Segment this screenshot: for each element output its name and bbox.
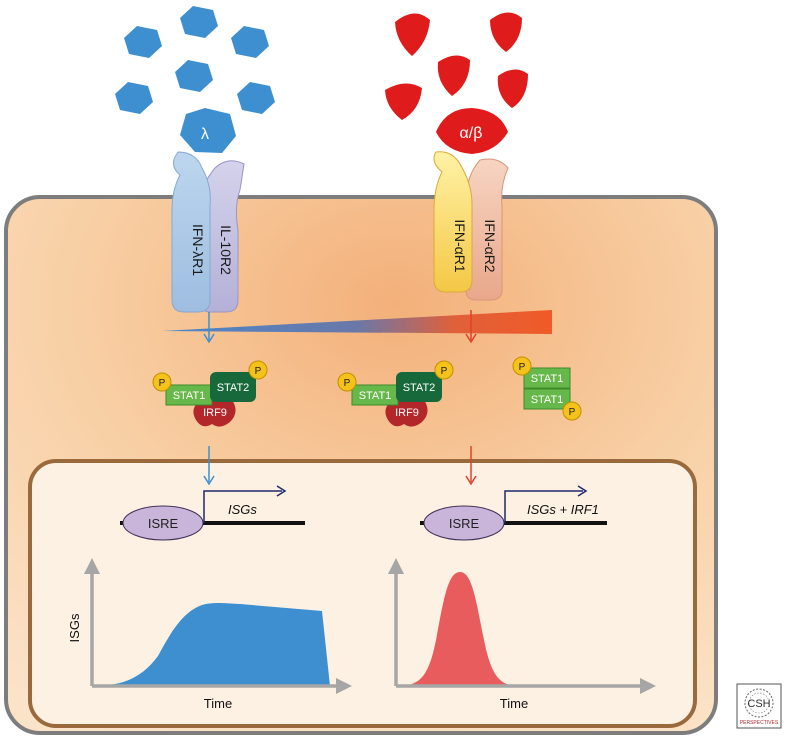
stat2-block bbox=[210, 372, 256, 402]
lambda-label: λ bbox=[201, 126, 209, 143]
lambda-r1-label: IFN-λR1 bbox=[190, 224, 206, 276]
phospho-label: P bbox=[519, 362, 526, 373]
phospho-badge bbox=[434, 360, 454, 380]
stat1-label: STAT1 bbox=[359, 390, 392, 402]
lambda-receptor bbox=[171, 151, 245, 313]
stat1-label: STAT1 bbox=[531, 394, 564, 406]
lambda-ligands bbox=[115, 6, 275, 153]
csh-logo-subtext: PERSPECTIVES bbox=[740, 720, 779, 726]
phospho-label: P bbox=[159, 378, 166, 389]
right-genes-label: ISGs + IRF1 bbox=[527, 502, 599, 517]
csh-logo-text: CSH bbox=[747, 698, 770, 710]
alpha-r1-label: IFN-αR1 bbox=[452, 219, 468, 272]
phospho-badge bbox=[512, 356, 532, 376]
isre-label: ISRE bbox=[148, 516, 179, 531]
left-ylabel: ISGs bbox=[67, 613, 82, 642]
right-expression-curve bbox=[396, 572, 520, 686]
isre-element bbox=[122, 505, 204, 541]
right-xlabel: Time bbox=[500, 696, 528, 711]
lambda-ligand-bound bbox=[180, 108, 236, 153]
phospho-badge bbox=[562, 401, 582, 421]
promoter-left bbox=[120, 485, 305, 541]
left-genes-label: ISGs bbox=[228, 502, 257, 517]
stat2-block bbox=[396, 372, 442, 402]
isgf3-complex-left bbox=[152, 360, 268, 427]
alpha-r2-label: IFN-αR2 bbox=[482, 219, 498, 272]
left-arrow-1 bbox=[203, 312, 215, 344]
alpha-beta-label: α/β bbox=[460, 125, 483, 142]
isgf3-complex-right bbox=[337, 360, 454, 427]
irf9-label: IRF9 bbox=[395, 407, 419, 419]
right-expression-plot bbox=[388, 558, 656, 694]
signal-gradient-wedge bbox=[162, 310, 552, 334]
stat2-label: STAT2 bbox=[403, 382, 436, 394]
isre-element bbox=[423, 505, 505, 541]
alpha-beta-ligands bbox=[385, 12, 528, 154]
phospho-label: P bbox=[255, 366, 262, 377]
left-expression-plot bbox=[84, 558, 352, 694]
phospho-label: P bbox=[344, 378, 351, 389]
phospho-label: P bbox=[569, 407, 576, 418]
phospho-badge bbox=[152, 372, 172, 392]
right-arrow-1 bbox=[465, 310, 477, 344]
stat2-label: STAT2 bbox=[217, 382, 250, 394]
left-xlabel: Time bbox=[204, 696, 232, 711]
stat1-label: STAT1 bbox=[173, 390, 206, 402]
left-expression-curve bbox=[92, 603, 330, 686]
phospho-badge bbox=[248, 360, 268, 380]
left-arrow-2 bbox=[203, 446, 215, 486]
il10r2-label: IL-10R2 bbox=[218, 225, 234, 275]
stat1-block bbox=[523, 367, 571, 389]
stat1-label: STAT1 bbox=[531, 373, 564, 385]
alpha-receptor bbox=[433, 151, 509, 301]
promoter-right bbox=[420, 485, 607, 541]
isre-label: ISRE bbox=[449, 516, 480, 531]
csh-logo bbox=[736, 683, 782, 729]
stat1-block bbox=[523, 388, 571, 410]
stat1-homodimer bbox=[512, 356, 582, 421]
phospho-label: P bbox=[441, 366, 448, 377]
ifn-lambda-r1-receptor bbox=[171, 151, 211, 313]
ifn-alpha-r1-receptor bbox=[433, 151, 473, 293]
right-arrow-2 bbox=[465, 446, 477, 486]
alpha-beta-ligand-bound bbox=[436, 108, 508, 154]
phospho-badge bbox=[337, 372, 357, 392]
irf9-label: IRF9 bbox=[203, 407, 227, 419]
